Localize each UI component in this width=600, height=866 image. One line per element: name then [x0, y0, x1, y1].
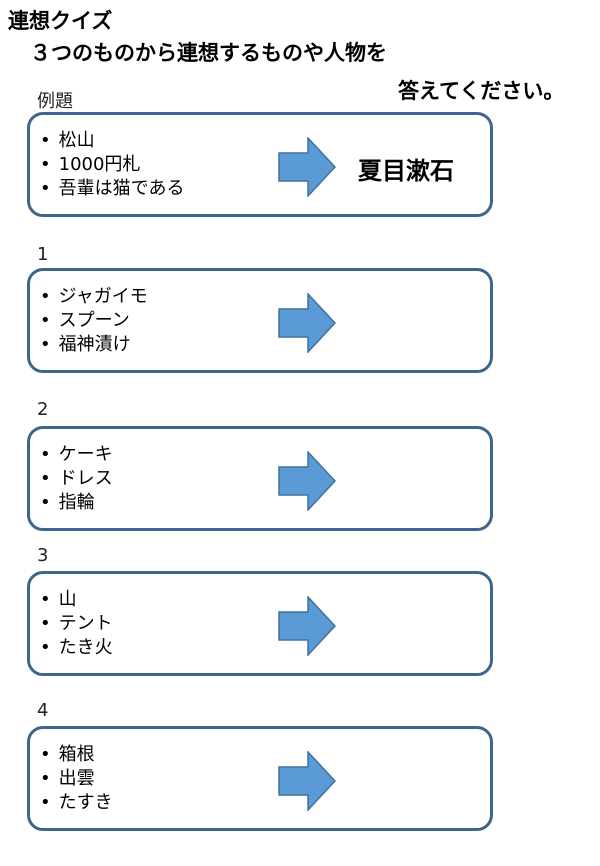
question-item: たすき — [40, 791, 113, 815]
question-item: たき火 — [40, 636, 113, 660]
instruction-line-2: 答えてください。 — [398, 79, 565, 103]
question-item: ドレス — [40, 467, 113, 491]
example-item: 吾輩は猫である — [40, 177, 185, 201]
question-1-label: 1 — [37, 244, 49, 265]
question-3-card: 山 テント たき火 — [27, 571, 493, 676]
question-item: テント — [40, 612, 113, 636]
question-item: ケーキ — [40, 443, 113, 467]
question-2-item-list: ケーキ ドレス 指輪 — [40, 443, 113, 515]
question-item: 山 — [40, 588, 113, 612]
question-item: 指輪 — [40, 491, 113, 515]
question-2-label: 2 — [37, 399, 49, 420]
question-item: 箱根 — [40, 743, 113, 767]
right-arrow-icon — [278, 751, 336, 811]
question-2-card: ケーキ ドレス 指輪 — [27, 426, 493, 531]
question-3-item-list: 山 テント たき火 — [40, 588, 113, 660]
question-4-card: 箱根 出雲 たすき — [27, 726, 493, 831]
example-item: 1000円札 — [40, 153, 184, 177]
right-arrow-shape — [278, 293, 336, 353]
example-answer: 夏目漱石 — [358, 157, 454, 185]
right-arrow-shape — [278, 451, 336, 511]
question-4-item-list: 箱根 出雲 たすき — [40, 743, 113, 815]
question-1-item-list: ジャガイモ スプーン 福神漬け — [40, 285, 148, 357]
question-item: 出雲 — [40, 767, 113, 791]
quiz-title: 連想クイズ — [8, 9, 113, 33]
example-item-list: 松山 1000円札 吾輩は猫である — [40, 129, 185, 201]
example-card: 松山 1000円札 吾輩は猫である 夏目漱石 — [27, 112, 493, 217]
question-4-label: 4 — [37, 700, 49, 721]
question-item: ジャガイモ — [40, 285, 148, 309]
right-arrow-icon — [278, 596, 336, 656]
right-arrow-icon — [278, 137, 336, 197]
right-arrow-icon — [278, 451, 336, 511]
right-arrow-shape — [278, 137, 336, 197]
right-arrow-shape — [278, 751, 336, 811]
right-arrow-shape — [278, 596, 336, 656]
question-item: 福神漬け — [40, 333, 148, 357]
example-item: 松山 — [40, 129, 184, 153]
question-item: スプーン — [40, 309, 148, 333]
instruction-line-1: ３つのものから連想するものや人物を — [30, 41, 387, 65]
right-arrow-icon — [278, 293, 336, 353]
question-3-label: 3 — [37, 545, 49, 566]
example-label: 例題 — [37, 91, 73, 112]
question-1-card: ジャガイモ スプーン 福神漬け — [27, 268, 493, 373]
